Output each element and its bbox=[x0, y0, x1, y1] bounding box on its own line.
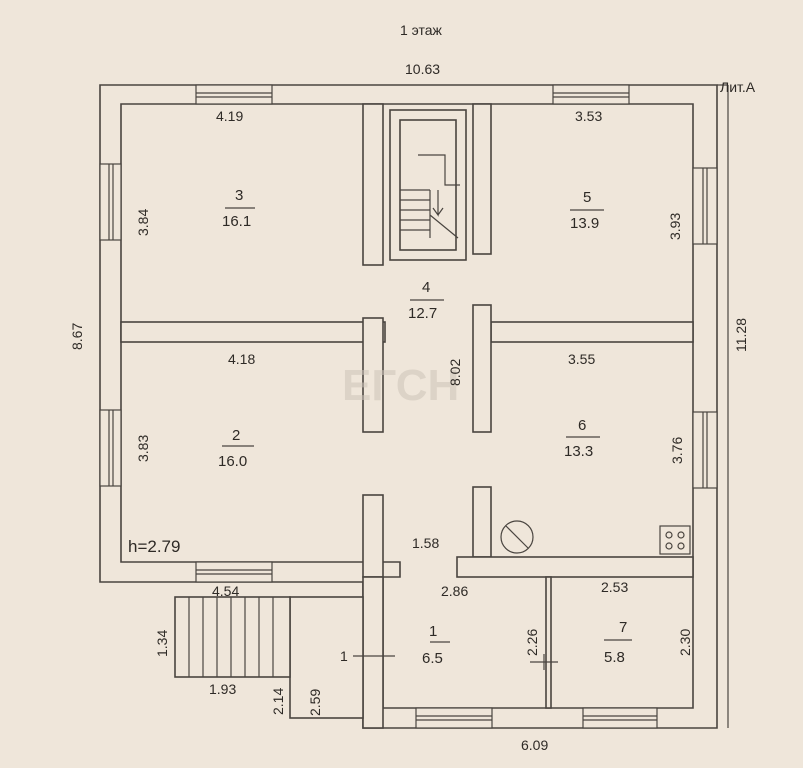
room-4-number: 4 bbox=[422, 279, 430, 296]
room-5-number: 5 bbox=[583, 189, 591, 206]
dim-room5-depth: 3.93 bbox=[667, 213, 683, 240]
room-6-number: 6 bbox=[578, 417, 586, 434]
room-2-area: 16.0 bbox=[218, 453, 247, 470]
dim-room3-width: 4.19 bbox=[216, 108, 243, 124]
dim-stairs-width: 1.93 bbox=[209, 681, 236, 697]
dim-porch-depth: 2.14 bbox=[270, 688, 286, 715]
room-2-number: 2 bbox=[232, 427, 240, 444]
wall-entry-left bbox=[362, 576, 384, 729]
dim-room7-width: 2.53 bbox=[601, 579, 628, 595]
wall-room3-room2 bbox=[120, 321, 386, 343]
wall-hall-room6-lower bbox=[472, 486, 492, 558]
dim-top-total: 10.63 bbox=[405, 61, 440, 77]
dim-room1-width: 2.86 bbox=[441, 583, 468, 599]
floor-title: 1 этаж bbox=[400, 22, 443, 38]
dim-right-total: 11.28 bbox=[733, 318, 749, 352]
dim-room7-depth: 2.30 bbox=[677, 629, 693, 656]
dim-bottom-left: 4.54 bbox=[212, 583, 239, 599]
wall-room6-bottom bbox=[456, 556, 694, 578]
watermark: ЕГСН bbox=[342, 361, 459, 410]
outer-stairs bbox=[174, 596, 291, 678]
literal-label: Лит.А bbox=[720, 79, 756, 95]
dim-left-total: 8.67 bbox=[69, 323, 85, 350]
ceiling-height: h=2.79 bbox=[128, 537, 180, 556]
dim-stairs-depth: 1.34 bbox=[154, 630, 170, 657]
room-7-area: 5.8 bbox=[604, 649, 625, 666]
dim-room3-depth: 3.84 bbox=[135, 209, 151, 236]
wall-room5-room6 bbox=[490, 321, 694, 343]
room-7-number: 7 bbox=[619, 619, 627, 636]
dim-hall-length: 8.02 bbox=[447, 359, 463, 386]
right-dim-line bbox=[717, 84, 729, 728]
section-marker bbox=[353, 654, 558, 670]
stove-icon bbox=[659, 525, 691, 555]
dim-room6-width: 3.55 bbox=[568, 351, 595, 367]
dim-room1-depth: 2.26 bbox=[524, 629, 540, 656]
dim-room2-depth: 3.83 bbox=[135, 435, 151, 462]
porch bbox=[289, 596, 364, 719]
wall-room2-hall-lower bbox=[362, 494, 384, 578]
stair-steps bbox=[188, 597, 274, 677]
room-1-number: 1 bbox=[429, 623, 437, 640]
room-6-area: 13.3 bbox=[564, 443, 593, 460]
dim-room6-depth: 3.76 bbox=[669, 437, 685, 464]
fraction-bars bbox=[222, 207, 632, 643]
wall-room3-hall bbox=[362, 103, 384, 266]
boiler-icon bbox=[500, 520, 534, 554]
entry-label: 1 bbox=[340, 648, 348, 664]
dim-hall-width: 1.58 bbox=[412, 535, 439, 551]
wall-room2-hall bbox=[362, 317, 384, 433]
room-4-area: 12.7 bbox=[408, 305, 437, 322]
dim-room5-width: 3.53 bbox=[575, 108, 602, 124]
staircase-steps bbox=[400, 154, 460, 239]
dim-bottom-total: 6.09 bbox=[521, 737, 548, 753]
dim-entry-length: 2.59 bbox=[307, 689, 323, 716]
windows bbox=[99, 84, 718, 729]
room-3-area: 16.1 bbox=[222, 213, 251, 230]
wall-stair-right bbox=[472, 103, 492, 255]
room-5-area: 13.9 bbox=[570, 215, 599, 232]
wall-hall-room6 bbox=[472, 304, 492, 433]
dim-room2-width: 4.18 bbox=[228, 351, 255, 367]
room-1-area: 6.5 bbox=[422, 650, 443, 667]
room-3-number: 3 bbox=[235, 187, 243, 204]
wall-room1-room7 bbox=[545, 576, 552, 709]
